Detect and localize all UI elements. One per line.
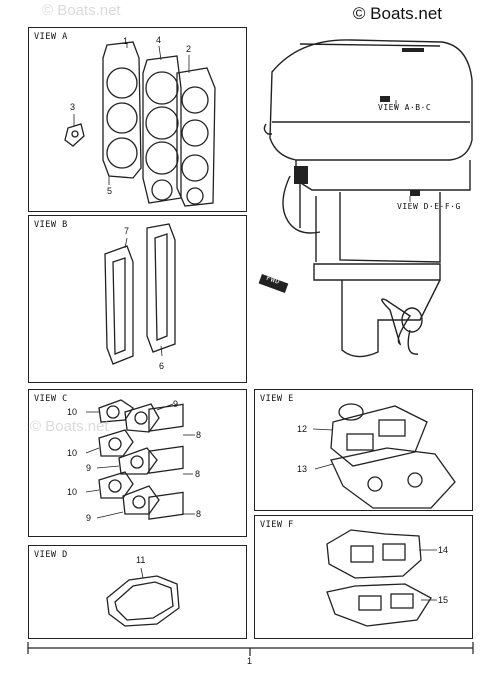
footer-number: 1 — [247, 656, 253, 666]
view-a-drawing — [64, 41, 216, 207]
panel-title: VIEW A — [34, 32, 68, 42]
callout-14: 14 — [438, 545, 449, 555]
callout-8b: 8 — [195, 469, 201, 479]
engine-label-view-abc: VIEW A·B·C — [378, 103, 432, 112]
engine-label-view-defg: VIEW D·E·F·G — [397, 202, 461, 211]
view-f-drawing — [326, 529, 437, 627]
callout-4: 4 — [156, 35, 162, 45]
panel-title: VIEW D — [34, 550, 68, 560]
panel-title: VIEW C — [34, 394, 68, 404]
panel-view-c: VIEW C 10 9 8 10 8 9 10 9 8 — [28, 389, 247, 537]
panel-view-b: VIEW B 7 6 — [28, 215, 247, 383]
callout-5: 5 — [107, 186, 113, 196]
callout-3: 3 — [70, 102, 76, 112]
callout-12: 12 — [297, 424, 308, 434]
panel-view-d: VIEW D 11 — [28, 545, 247, 639]
callout-10c: 10 — [67, 487, 78, 497]
callout-9: 9 — [173, 399, 179, 409]
watermark-faint-middle: © Boats.net — [30, 418, 109, 435]
callout-10b: 10 — [67, 448, 78, 458]
view-b-drawing — [104, 223, 176, 365]
panel-view-a: VIEW A 4 2 3 1 5 — [28, 27, 247, 212]
callout-11: 11 — [136, 555, 146, 565]
watermark-faint-top: © Boats.net — [42, 2, 121, 19]
engine-fwd-badge: FWD — [265, 273, 282, 287]
panel-view-f: VIEW F 14 15 — [254, 515, 473, 639]
callout-10: 10 — [67, 407, 78, 417]
view-d-drawing — [106, 567, 180, 627]
view-e-drawing — [312, 403, 456, 509]
callout-15: 15 — [438, 595, 449, 605]
panel-view-e: VIEW E 12 13 — [254, 389, 473, 511]
callout-8: 8 — [196, 430, 202, 440]
panel-title: VIEW E — [260, 394, 294, 404]
panel-title: VIEW B — [34, 220, 68, 230]
callout-6: 6 — [159, 361, 165, 371]
watermark-main: © Boats.net — [352, 4, 442, 23]
callout-9c: 9 — [86, 513, 92, 523]
callout-2: 2 — [186, 44, 192, 54]
view-c-drawing — [85, 399, 195, 520]
callout-13: 13 — [297, 464, 308, 474]
callout-9b: 9 — [86, 463, 92, 473]
panel-title: VIEW F — [260, 520, 294, 530]
callout-1: 1 — [123, 36, 129, 46]
callout-8c: 8 — [196, 509, 202, 519]
callout-7: 7 — [124, 226, 130, 236]
